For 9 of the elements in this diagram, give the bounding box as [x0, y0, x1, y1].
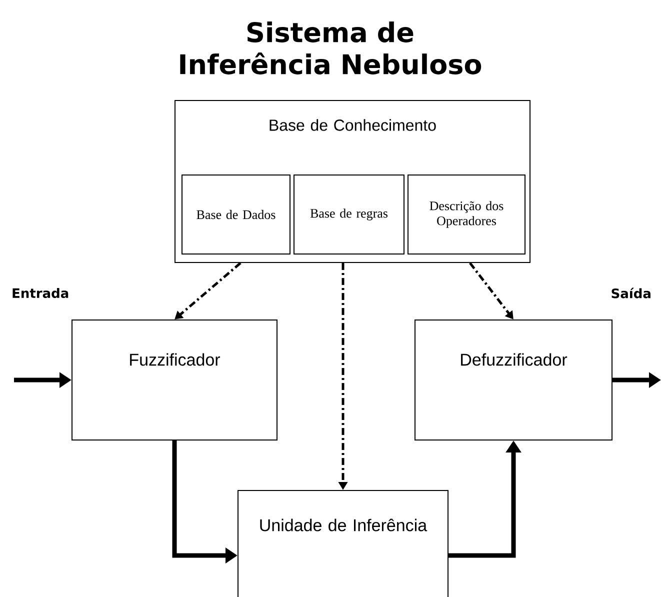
process-box: Defuzzificador	[414, 320, 612, 440]
io-label: Entrada	[12, 288, 68, 298]
title: Sistema de Inferência Nebuloso	[180, 22, 482, 74]
process-box: Base de regras	[294, 174, 404, 254]
process-box: Unidade de Inferência	[238, 490, 448, 597]
process-box: Descrição dos Operadores	[408, 174, 526, 254]
process-box: Base de Dados	[182, 174, 290, 254]
process-box: Fuzzificador	[72, 320, 278, 440]
io-label: Saída	[612, 288, 650, 298]
